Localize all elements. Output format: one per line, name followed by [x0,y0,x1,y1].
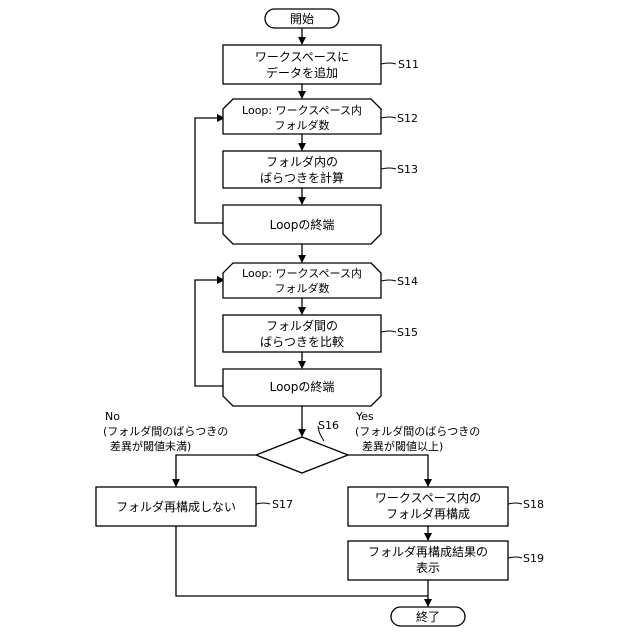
s14-text-line2: フォルダ数 [275,281,330,295]
s15-text-line1: フォルダ間の [266,318,338,333]
loop1-end: Loopの終端 [223,205,381,244]
arrow-yes-branch [348,455,428,486]
step-s13: フォルダ内の ばらつきを計算 S13 [223,151,418,188]
yes-condition-line1: (フォルダ間のばらつきの [355,424,480,438]
step-s15: フォルダ間の ばらつきを比較 S15 [223,315,418,352]
step-s14-loop-start: Loop: ワークスペース内 フォルダ数 S14 [223,263,418,298]
no-label: No [105,410,120,423]
arrow-no-branch [176,455,256,486]
s14-ref: S14 [397,275,418,288]
yes-condition-line2: 差異が閾値以上) [362,439,443,453]
s13-ref: S13 [397,163,418,176]
loop2-return-arrow [195,280,224,386]
s11-leader [381,63,396,64]
s12-leader [381,117,396,118]
s16-ref: S16 [318,419,339,432]
end-terminal: 終了 [391,607,465,626]
loop1-return-arrow [195,118,224,223]
start-terminal: 開始 [265,9,339,28]
start-label: 開始 [290,12,314,26]
no-condition-line2: 差異が閾値未満) [110,439,191,453]
step-s18: ワークスペース内の フォルダ再構成 S18 [348,487,544,526]
s13-text-line2: ばらつきを計算 [260,170,344,185]
loop2-end-text: Loopの終端 [270,379,335,394]
s18-text-line1: ワークスペース内の [375,491,481,505]
s18-text-line2: フォルダ再構成 [386,506,470,521]
loop1-end-text: Loopの終端 [270,217,335,232]
loop2-end: Loopの終端 [223,369,381,406]
s17-text: フォルダ再構成しない [116,499,236,514]
s11-text-line1: ワークスペースに [255,50,349,64]
s19-text-line2: 表示 [416,561,440,575]
yes-branch-label: Yes (フォルダ間のばらつきの 差異が閾値以上) [355,410,480,453]
s19-text-line1: フォルダ再構成結果の [368,544,488,559]
s14-leader [381,280,396,281]
s15-text-line2: ばらつきを比較 [260,334,344,349]
s17-ref: S17 [272,498,293,511]
no-branch-label: No (フォルダ間のばらつきの 差異が閾値未満) [103,410,228,453]
yes-label: Yes [355,410,374,423]
step-s12-loop-start: Loop: ワークスペース内 フォルダ数 S12 [223,99,418,134]
s12-text-line2: フォルダ数 [275,118,330,132]
s19-ref: S19 [523,552,544,565]
step-s11: ワークスペースに データを追加 S11 [223,45,419,84]
s19-leader [508,557,522,558]
s13-leader [381,168,396,169]
s12-text-line1: Loop: ワークスペース内 [242,103,362,117]
s18-ref: S18 [523,498,544,511]
step-s17: フォルダ再構成しない S17 [96,487,293,526]
s14-text-line1: Loop: ワークスペース内 [242,266,362,280]
step-s19: フォルダ再構成結果の 表示 S19 [348,541,544,580]
s15-ref: S15 [397,326,418,339]
s13-text-line1: フォルダ内の [266,154,338,169]
s15-leader [381,331,396,332]
s17-leader [256,503,270,504]
end-label: 終了 [416,609,440,624]
s11-ref: S11 [398,58,419,71]
s18-leader [508,503,522,504]
no-condition-line1: (フォルダ間のばらつきの [103,424,228,438]
s11-text-line2: データを追加 [266,65,338,80]
s12-ref: S12 [397,112,418,125]
